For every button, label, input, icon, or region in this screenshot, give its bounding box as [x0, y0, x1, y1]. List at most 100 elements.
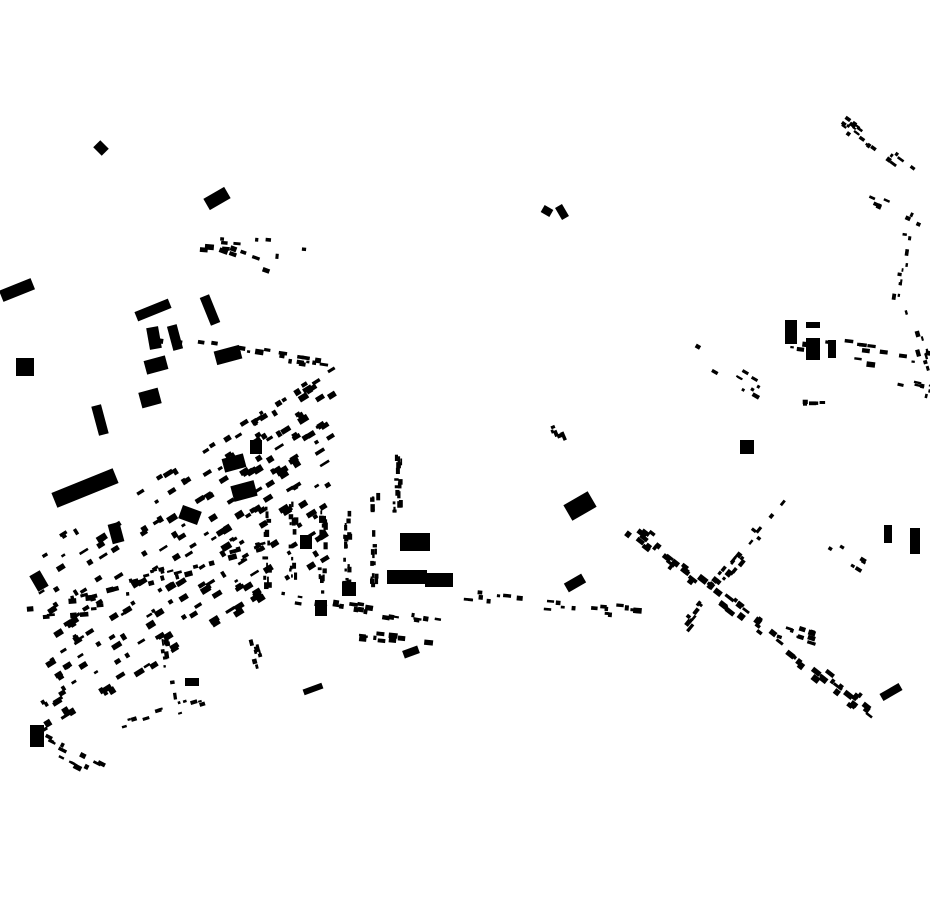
building — [137, 638, 146, 645]
building — [349, 601, 359, 607]
building — [904, 249, 910, 256]
building — [68, 598, 77, 605]
building — [326, 390, 337, 400]
building — [318, 502, 328, 511]
building — [210, 535, 217, 541]
building — [101, 683, 113, 694]
building — [807, 634, 816, 642]
building — [897, 272, 902, 277]
building — [157, 707, 163, 711]
building — [98, 552, 108, 560]
building — [318, 575, 323, 580]
building — [837, 683, 844, 690]
building — [301, 355, 311, 361]
building — [239, 466, 250, 477]
building — [342, 582, 356, 596]
building — [229, 245, 238, 253]
building — [180, 613, 188, 621]
building — [79, 587, 88, 594]
building — [165, 641, 171, 647]
building — [849, 700, 859, 709]
building — [624, 605, 630, 611]
building — [237, 557, 248, 566]
building — [343, 534, 346, 539]
building — [856, 126, 864, 133]
building — [60, 685, 67, 692]
building — [788, 332, 793, 337]
building — [394, 478, 399, 481]
building — [297, 413, 310, 425]
building — [806, 322, 820, 328]
building — [275, 429, 283, 438]
building — [26, 606, 34, 612]
building — [854, 130, 860, 136]
building — [113, 657, 122, 665]
building — [563, 573, 587, 593]
building — [768, 628, 778, 638]
building — [785, 320, 797, 344]
building — [172, 692, 178, 700]
building — [852, 692, 861, 700]
building — [173, 339, 183, 346]
building — [684, 618, 693, 627]
building — [911, 360, 915, 363]
building — [899, 279, 903, 286]
building — [395, 489, 400, 496]
building — [790, 345, 794, 349]
building — [103, 690, 109, 697]
building — [166, 512, 179, 524]
building — [323, 542, 328, 550]
building — [199, 701, 206, 707]
building — [394, 485, 399, 489]
building — [920, 336, 924, 342]
building — [915, 349, 922, 358]
building — [163, 664, 166, 668]
building — [220, 237, 225, 241]
building — [371, 573, 375, 578]
building — [739, 555, 745, 561]
building — [59, 647, 67, 654]
building — [288, 358, 293, 364]
building — [45, 658, 57, 669]
building — [155, 473, 164, 481]
building — [198, 563, 206, 570]
building — [357, 601, 365, 607]
building — [263, 556, 269, 560]
building — [393, 615, 400, 619]
building — [164, 581, 177, 592]
building — [267, 540, 270, 546]
building — [741, 607, 750, 615]
building — [202, 468, 213, 478]
building — [94, 574, 103, 583]
building — [560, 431, 567, 441]
building — [50, 604, 57, 610]
building — [291, 556, 294, 561]
building — [180, 522, 186, 528]
building — [376, 492, 381, 501]
building — [680, 562, 690, 571]
building — [265, 455, 275, 464]
building — [397, 501, 402, 508]
building — [244, 512, 252, 519]
building — [269, 538, 280, 549]
building — [70, 761, 76, 766]
building — [413, 618, 420, 623]
building — [180, 477, 188, 486]
building — [861, 348, 871, 354]
building — [296, 359, 305, 365]
building — [289, 568, 292, 572]
building — [136, 488, 145, 496]
building — [278, 469, 290, 480]
building — [357, 606, 365, 613]
building — [124, 652, 131, 659]
building — [264, 582, 269, 590]
building — [296, 411, 305, 420]
building — [249, 593, 260, 603]
building — [60, 553, 66, 558]
building — [291, 574, 293, 578]
building — [914, 330, 921, 338]
building — [846, 701, 854, 709]
building — [242, 581, 254, 592]
building — [372, 551, 375, 559]
